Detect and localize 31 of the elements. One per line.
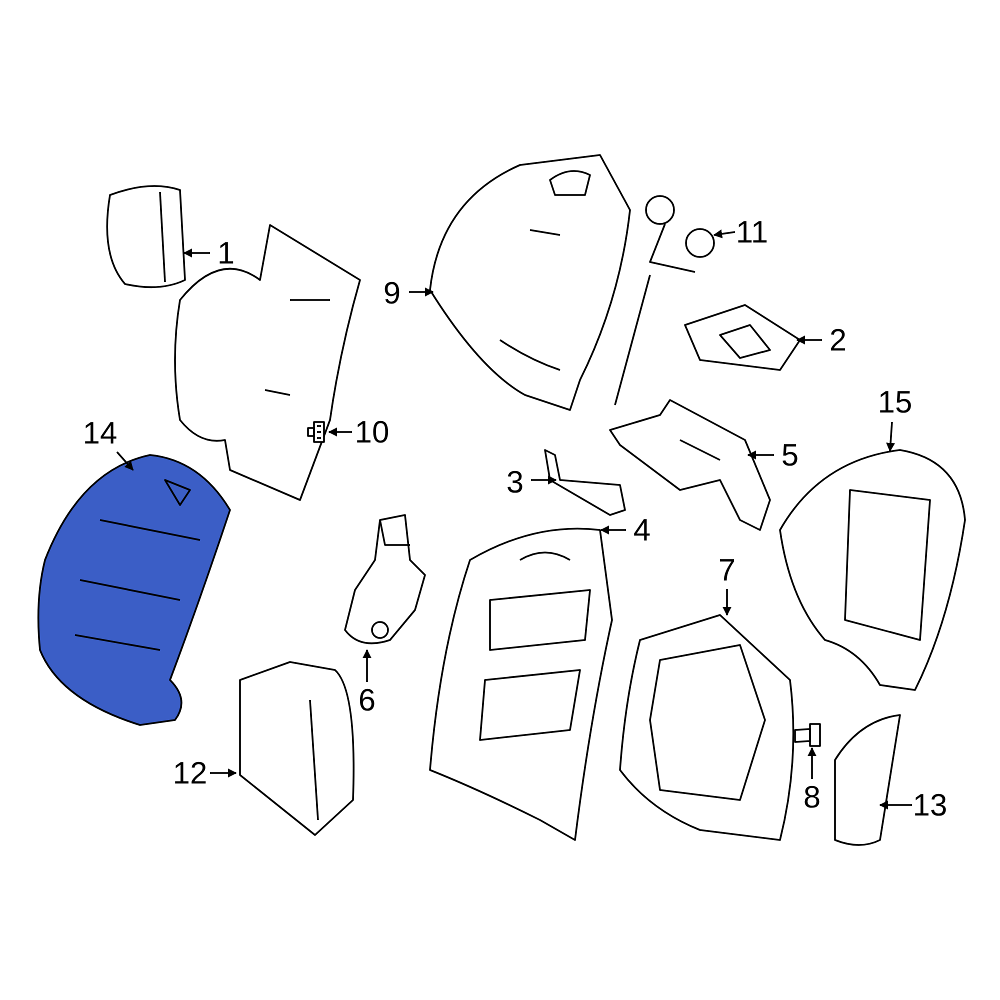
- callout-number: 11: [736, 216, 768, 248]
- leader-line: [210, 768, 237, 778]
- leader-line: [796, 336, 822, 344]
- callout-number: 9: [383, 278, 401, 308]
- leader-line: [328, 428, 352, 436]
- callout-number: 13: [912, 790, 948, 820]
- clip-drawing: [306, 420, 328, 446]
- leader-line: [531, 476, 557, 484]
- leader-line: [183, 248, 210, 258]
- leader-line: [886, 422, 896, 452]
- leader-line: [879, 800, 912, 810]
- leader-line: [713, 229, 736, 238]
- callout-number: 15: [878, 386, 912, 418]
- leader-line: [722, 589, 732, 616]
- callout-number: 7: [718, 554, 736, 586]
- leader-line: [116, 451, 134, 471]
- callout-number: 10: [354, 416, 390, 448]
- leader-line: [808, 747, 816, 779]
- leader-line: [362, 649, 372, 682]
- leader-line: [747, 450, 774, 460]
- callout-number: 6: [358, 684, 376, 716]
- leader-line: [600, 526, 626, 534]
- callout-number: 3: [506, 466, 524, 498]
- callout-number: 14: [82, 418, 118, 448]
- callout-number: 4: [633, 514, 651, 546]
- leader-line: [409, 288, 434, 296]
- callout-number: 2: [829, 324, 847, 356]
- callout-number: 1: [217, 238, 235, 268]
- callout-number: 8: [803, 782, 821, 812]
- callout-number: 12: [172, 758, 208, 788]
- callout-number: 5: [781, 440, 799, 470]
